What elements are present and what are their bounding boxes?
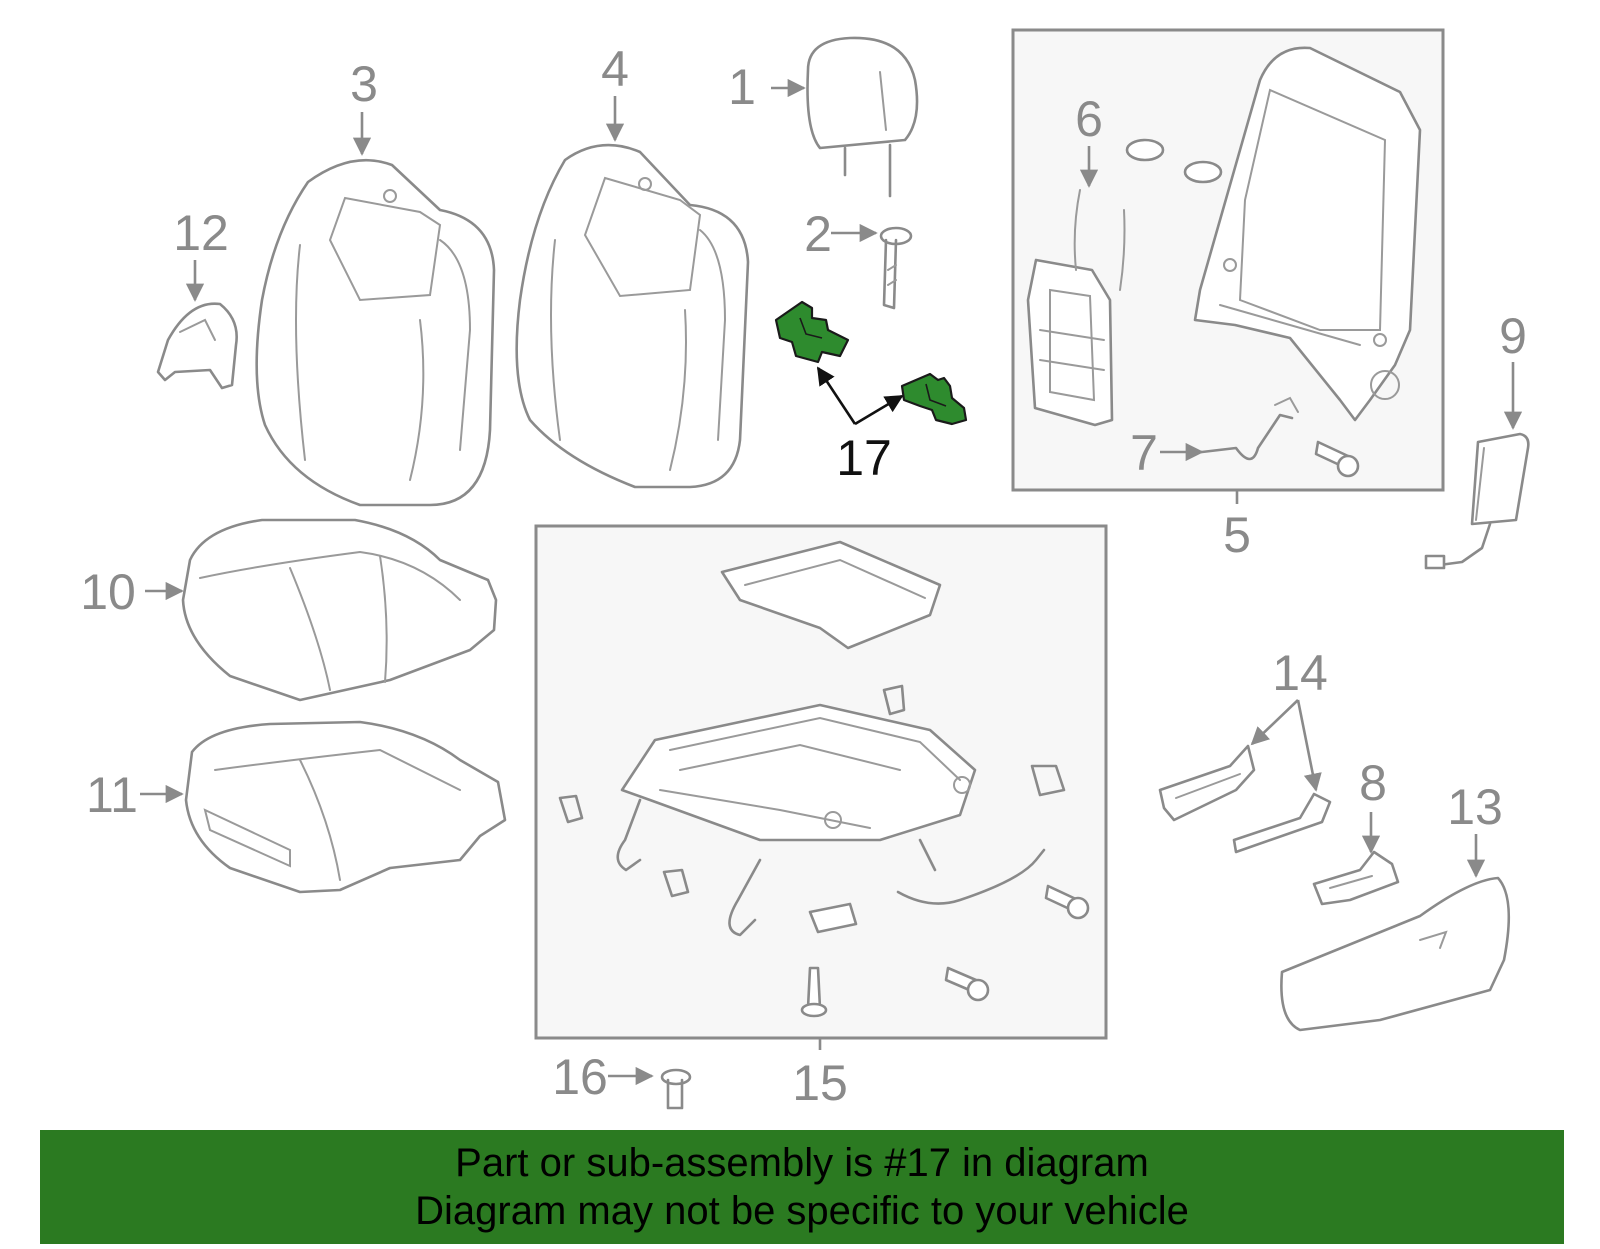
- hinge-cover-part: [156, 302, 238, 390]
- callout-4: 4: [601, 41, 629, 97]
- seatback-cover-alt-part: [515, 143, 750, 489]
- seat-bracket-upper-part: [774, 300, 850, 364]
- callout-17: 17: [836, 430, 892, 486]
- callout-16: 16: [552, 1049, 608, 1105]
- callout-15: 15: [792, 1055, 848, 1111]
- cushion-pad-part: [184, 720, 507, 894]
- screw-part: [660, 1068, 692, 1110]
- seat-track-part: [616, 540, 977, 937]
- seat-bracket-lower-part: [900, 372, 968, 426]
- side-shield-part: [1280, 876, 1511, 1032]
- small-cover-part: [1312, 850, 1400, 906]
- callout-3: 3: [350, 56, 378, 112]
- headrest-guide-part: [879, 226, 913, 310]
- trim-cover-rear-part: [1232, 792, 1332, 854]
- callout-6: 6: [1075, 91, 1103, 147]
- bolt-part: [1314, 440, 1360, 478]
- callout-8: 8: [1359, 755, 1387, 811]
- wire-harness-part: [1200, 396, 1299, 461]
- clip-pair-part: [1125, 138, 1223, 184]
- callout-12: 12: [173, 205, 229, 261]
- callout-7: 7: [1130, 425, 1158, 481]
- callout-14: 14: [1272, 645, 1328, 701]
- cushion-cover-part: [181, 518, 498, 702]
- callout-1: 1: [728, 59, 756, 115]
- banner-disclaimer: Diagram may not be specific to your vehi…: [415, 1189, 1189, 1233]
- callout-11: 11: [86, 767, 138, 823]
- callout-2: 2: [804, 206, 832, 262]
- banner-part-note: Part or sub-assembly is #17 in diagram: [455, 1141, 1149, 1185]
- info-banner: Part or sub-assembly is #17 in diagram D…: [40, 1130, 1564, 1244]
- callout-10: 10: [80, 564, 136, 620]
- track-small-parts: [558, 684, 1090, 1018]
- headrest-part: [806, 36, 919, 198]
- callout-17-leaders: [816, 366, 904, 426]
- seatback-cover-part: [255, 158, 496, 507]
- callout-5: 5: [1223, 507, 1251, 563]
- trim-cover-front-part: [1158, 744, 1256, 822]
- callout-13: 13: [1447, 779, 1503, 835]
- recliner-part: [1026, 189, 1126, 427]
- side-airbag-part: [1424, 432, 1530, 570]
- callout-9: 9: [1499, 308, 1527, 364]
- callout-leaders: [140, 78, 1523, 1086]
- seatback-frame-part: [1193, 46, 1422, 422]
